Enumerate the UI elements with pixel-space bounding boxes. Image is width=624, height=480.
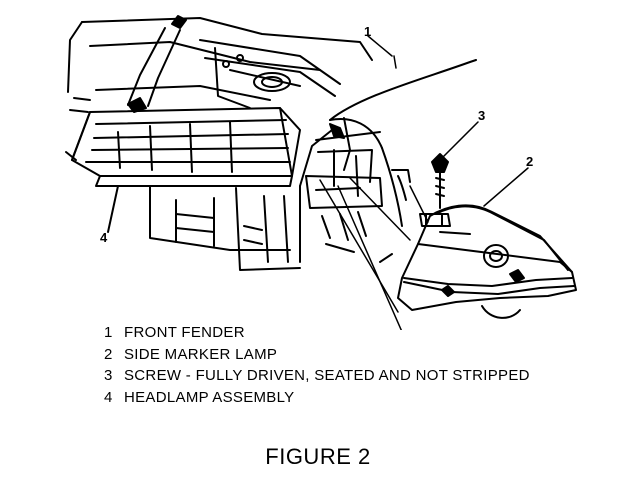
legend-number: 4 xyxy=(104,388,113,406)
callout-4: 4 xyxy=(100,230,108,245)
exploded-view-drawing: 1 2 3 4 xyxy=(65,15,577,330)
legend-text: FRONT FENDER xyxy=(124,324,245,341)
legend-number: 2 xyxy=(104,345,113,363)
headlamp-assembly-drawing xyxy=(71,107,301,233)
lower-support-frame xyxy=(149,185,301,271)
legend-number: 3 xyxy=(104,367,113,384)
legend-number: 1 xyxy=(104,324,113,341)
alignment-lines xyxy=(319,177,429,330)
screw-and-bracket-drawing xyxy=(419,153,451,227)
legend-text: SCREW - FULLY DRIVEN, SEATED AND NOT STR… xyxy=(124,367,530,384)
legend-item: 3 SCREW - FULLY DRIVEN, SEATED AND NOT ST… xyxy=(104,365,530,387)
legend-item: 1 FRONT FENDER xyxy=(104,322,530,344)
legend-text: SIDE MARKER LAMP xyxy=(124,345,278,363)
side-marker-lamp-drawing xyxy=(379,204,577,319)
legend-text: HEADLAMP ASSEMBLY xyxy=(124,388,295,406)
radiator-support-structure xyxy=(65,15,373,161)
callout-2: 2 xyxy=(526,154,533,169)
callout-1: 1 xyxy=(364,24,371,39)
legend-item: 4 HEADLAMP ASSEMBLY xyxy=(104,387,530,409)
callout-3: 3 xyxy=(478,108,485,123)
leader-lines xyxy=(367,35,529,207)
figure-caption: FIGURE 2 xyxy=(265,444,371,469)
parts-legend: 1 FRONT FENDER 2 SIDE MARKER LAMP 3 SCREW -… xyxy=(104,322,530,408)
front-fender-drawing xyxy=(299,59,477,253)
legend-item: 2 SIDE MARKER LAMP xyxy=(104,344,530,366)
